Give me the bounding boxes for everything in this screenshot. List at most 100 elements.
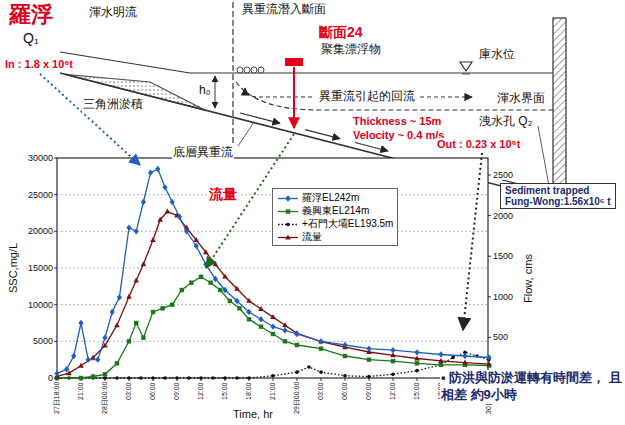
data-marker <box>177 213 182 219</box>
legend-text: +石門大壩EL193.5m <box>302 218 393 229</box>
plunge-section-line <box>232 2 233 150</box>
result-value: Fung-Wong:1.56x10⁶ t <box>505 196 611 207</box>
return-flow-arrow <box>245 88 312 97</box>
data-marker <box>286 209 290 213</box>
data-marker <box>439 363 443 367</box>
station-name: 羅浮 <box>8 2 54 27</box>
data-marker <box>115 361 119 365</box>
data-marker <box>343 374 347 378</box>
tick <box>54 158 57 159</box>
data-marker <box>270 323 275 329</box>
data-marker <box>258 316 263 322</box>
data-marker <box>151 310 155 314</box>
data-marker <box>54 370 59 376</box>
series-line <box>57 277 489 378</box>
data-marker <box>180 288 184 292</box>
legend-text: 羅浮EL242m <box>302 192 359 203</box>
data-marker <box>199 275 203 279</box>
data-marker <box>79 376 83 380</box>
leader-line <box>238 122 254 146</box>
data-marker <box>103 372 107 376</box>
data-marker <box>141 261 147 266</box>
data-marker <box>170 199 175 205</box>
tick-label: 03:00 <box>317 381 325 401</box>
tick-label: 30000 <box>27 153 54 163</box>
leader-line <box>538 126 549 186</box>
data-marker <box>189 280 193 284</box>
tick <box>488 175 491 176</box>
data-marker <box>282 327 287 333</box>
data-marker <box>160 306 164 310</box>
tick <box>488 337 491 338</box>
data-marker <box>271 374 275 378</box>
data-marker <box>285 234 291 239</box>
data-marker <box>199 376 203 380</box>
data-marker <box>139 376 143 380</box>
data-marker <box>439 363 443 367</box>
data-marker <box>91 374 95 378</box>
water-level-tick <box>462 74 470 75</box>
result-box: Sediment trappedFung-Wong:1.56x10⁶ t <box>500 183 616 209</box>
data-marker <box>184 228 189 234</box>
depth-label: h₀ <box>198 84 212 98</box>
data-marker <box>163 376 167 380</box>
data-marker <box>134 228 139 234</box>
inflow-amount: In : 1.8 x 10⁶t <box>4 58 74 71</box>
tick-label: 06:00 <box>149 381 157 401</box>
legend-sample <box>277 220 299 229</box>
legend-row: 羅浮EL242m <box>277 191 393 204</box>
note-text: • 防洪與防淤運轉有時間差， 且相差 約9小時 <box>440 370 625 404</box>
data-marker <box>451 356 455 360</box>
flow-label: 渾水明流 <box>88 6 138 20</box>
data-marker <box>115 376 119 380</box>
tick <box>54 268 57 269</box>
axis-title: Time, hr <box>232 408 274 421</box>
floating-debris <box>237 67 264 73</box>
data-marker <box>110 309 115 315</box>
data-marker <box>270 314 276 319</box>
data-marker <box>415 369 419 373</box>
tick <box>488 215 491 216</box>
data-marker <box>141 199 146 205</box>
data-marker <box>141 335 145 339</box>
inflow-surface <box>60 52 190 73</box>
legend-text: 流量 <box>302 231 322 242</box>
tick-label: 15:00 <box>413 381 421 401</box>
data-marker <box>133 278 139 283</box>
result-title: Sediment trapped <box>505 185 611 196</box>
tick <box>54 231 57 232</box>
data-marker <box>286 223 290 227</box>
underflow-arrow <box>305 130 340 139</box>
tick-label: 28日00:00 <box>101 381 109 415</box>
data-marker <box>218 288 222 292</box>
pointer-arrow <box>40 74 140 165</box>
data-marker <box>295 343 299 347</box>
data-marker <box>162 184 167 190</box>
data-marker <box>187 376 191 380</box>
tick-label: 20000 <box>27 226 54 236</box>
data-marker <box>283 339 287 343</box>
data-marker <box>414 349 419 355</box>
data-marker <box>285 195 290 201</box>
thickness-label: Thickness ~ 15m <box>352 115 442 128</box>
data-marker <box>342 342 347 348</box>
data-marker <box>208 280 212 284</box>
data-marker <box>234 298 239 304</box>
tick-label: 21:00 <box>269 381 277 401</box>
data-marker <box>86 356 91 362</box>
data-marker <box>213 261 219 266</box>
data-marker <box>165 209 171 214</box>
data-marker <box>78 363 84 368</box>
data-marker <box>126 294 132 299</box>
data-marker <box>246 309 251 315</box>
data-marker <box>213 276 218 282</box>
legend-row: 流量 <box>277 230 393 243</box>
flow-symbol: Q₁ <box>22 30 40 46</box>
tick-label: 12:00 <box>197 381 205 401</box>
tick-label: 06:00 <box>341 381 349 401</box>
data-marker <box>237 306 241 310</box>
data-marker <box>194 243 199 249</box>
data-marker <box>155 166 160 172</box>
tick-label: 29日00:00 <box>293 381 301 415</box>
legend-sample <box>277 207 299 216</box>
